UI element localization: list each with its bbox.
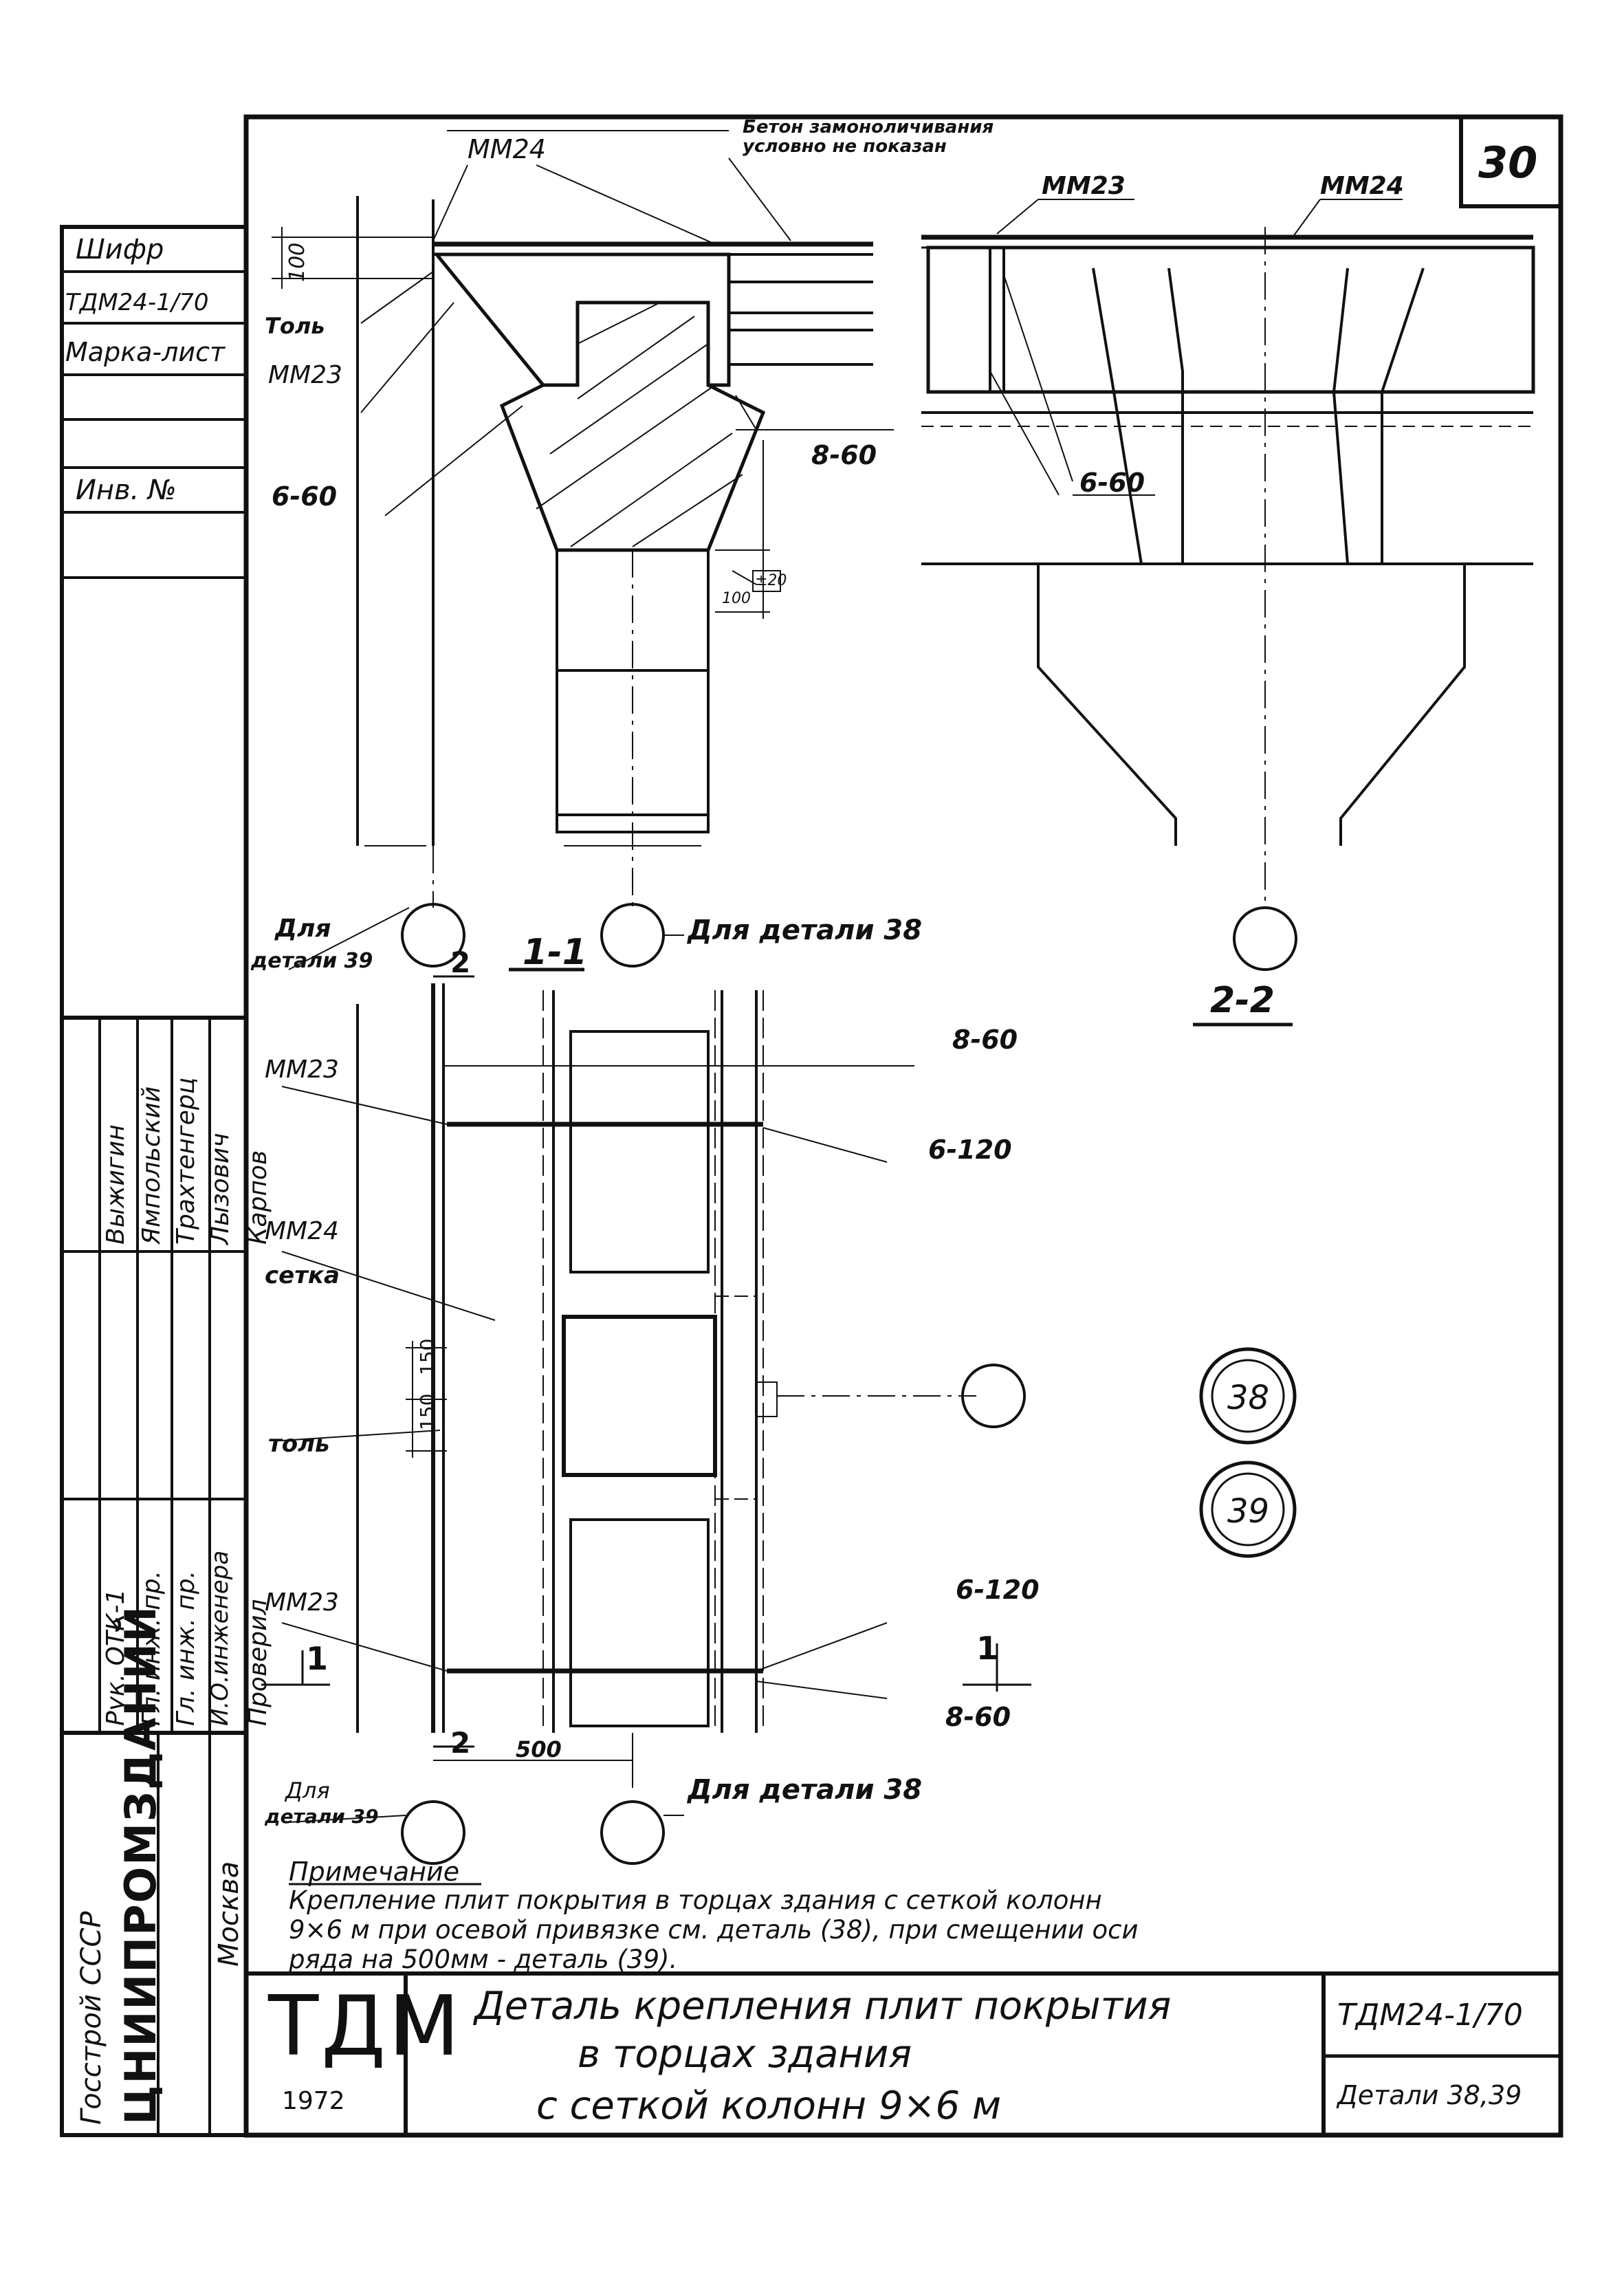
detail-39-inner — [1211, 1472, 1285, 1546]
detail-39-outer — [1199, 1461, 1297, 1558]
cipher-label: Шифр — [76, 234, 164, 265]
tdm-logo: ТДМ — [268, 1979, 463, 2075]
sheet-mark-label: Марка-лист — [65, 337, 226, 367]
dim-150-a: 150 — [416, 1338, 439, 1375]
section-mark-1-right: 1 — [976, 1630, 999, 1667]
section-mark-2-bottom: 2 — [450, 1726, 471, 1760]
plan-setka: сетка — [265, 1262, 340, 1289]
note-heading: Примечание — [289, 1857, 460, 1887]
axis-circle-left-top — [401, 903, 465, 967]
concrete-note-2: условно не показан — [743, 136, 947, 157]
label-mm24-top: ММ24 — [468, 134, 546, 164]
role-4: И.О.инженера — [206, 1550, 234, 1726]
role-3: Гл. инж. пр. — [172, 1570, 200, 1726]
axis-circle-mid-bottom — [600, 1800, 665, 1865]
dim-500: 500 — [516, 1736, 562, 1762]
plan-tol: толь — [268, 1430, 330, 1458]
bottom-for-detail-39-a: Для — [285, 1778, 330, 1804]
detail-38-inner — [1211, 1359, 1285, 1433]
org-name: Госстрой СССР — [76, 1911, 107, 2125]
plan-6-120-top: 6-120 — [928, 1135, 1012, 1165]
institute-name: ЦНИИПРОМЗДАНИЙ — [116, 1605, 166, 2125]
section-title-2-2: 2-2 — [1210, 980, 1275, 1021]
plan-8-60-top: 8-60 — [952, 1025, 1018, 1055]
title-line-3: с сеткой колонн 9×6 м — [536, 2084, 1002, 2128]
left-stamp-frame — [60, 225, 248, 2137]
label-tol-top: Толь — [265, 313, 325, 339]
plan-mm24: ММ24 — [265, 1217, 339, 1245]
cipher-value: ТДМ24-1/70 — [65, 289, 209, 316]
detail-ref-38: 38 — [1227, 1379, 1270, 1417]
plan-6-120-bottom: 6-120 — [956, 1575, 1040, 1605]
label-mm23-top: ММ23 — [268, 361, 342, 389]
name-4: Лызович — [206, 1133, 234, 1245]
sheet-number: 30 — [1478, 138, 1538, 188]
section-mark-1-left: 1 — [306, 1640, 329, 1677]
dim-100-side: 100 — [722, 590, 751, 607]
section-1-1 — [272, 130, 894, 908]
sheet-details: Детали 38,39 — [1337, 2080, 1522, 2110]
plan-mm23-top: ММ23 — [265, 1056, 339, 1084]
bottom-for-detail-38: Для детали 38 — [688, 1774, 923, 1806]
name-3: Трахтенгерц — [172, 1077, 200, 1245]
axis-circle-plan — [961, 1364, 1026, 1428]
label-8-60: 8-60 — [811, 440, 877, 470]
plan-mm23-bottom: ММ23 — [265, 1588, 339, 1617]
dim-150-b: 150 — [416, 1393, 439, 1430]
for-detail-38: Для детали 38 — [688, 915, 923, 946]
for-detail-39-a: Для — [275, 915, 331, 943]
note-line-1: Крепление плит покрытия в торцах здания … — [289, 1885, 1102, 1915]
detail-38-outer — [1199, 1347, 1297, 1445]
axis-circle-right-top — [1233, 906, 1297, 971]
inv-label: Инв. № — [76, 474, 177, 506]
label-6-60: 6-60 — [272, 481, 338, 512]
concrete-note-1: Бетон замоноличивания — [743, 117, 994, 138]
role-5: Проверил — [244, 1599, 272, 1726]
label-s2-mm24: ММ24 — [1320, 172, 1404, 200]
note-line-2: 9×6 м при осевой привязке см. деталь (38… — [289, 1915, 1139, 1945]
detail-ref-39: 39 — [1227, 1492, 1270, 1531]
sheet-number-box — [1459, 115, 1563, 208]
year: 1972 — [282, 2087, 345, 2115]
for-detail-39-b: детали 39 — [251, 949, 373, 973]
note-line-3: ряда на 500мм - деталь (39). — [289, 1945, 678, 1974]
title-line-1: Деталь крепления плит покрытия — [474, 1984, 1172, 2029]
label-s2-6-60: 6-60 — [1079, 468, 1145, 498]
city-name: Москва — [213, 1861, 245, 1967]
name-2: Ямпольский — [138, 1086, 166, 1245]
section-mark-2-top: 2 — [450, 945, 471, 979]
label-s2-mm23: ММ23 — [1042, 172, 1126, 200]
name-1: Выжигин — [102, 1124, 130, 1245]
plan-8-60-bottom: 8-60 — [945, 1702, 1011, 1732]
section-2-2 — [921, 199, 1535, 908]
sheet-code: ТДМ24-1/70 — [1337, 1998, 1523, 2033]
bottom-for-detail-39-b: детали 39 — [265, 1805, 379, 1828]
section-title-1-1: 1-1 — [523, 932, 587, 973]
axis-circle-left-bottom — [401, 1800, 465, 1865]
axis-circle-mid-top — [600, 903, 665, 967]
title-line-2: в торцах здания — [578, 2032, 912, 2077]
plan-view — [261, 975, 1031, 1788]
dim-20: ±20 — [755, 572, 787, 589]
dim-100-top: 100 — [285, 242, 309, 282]
